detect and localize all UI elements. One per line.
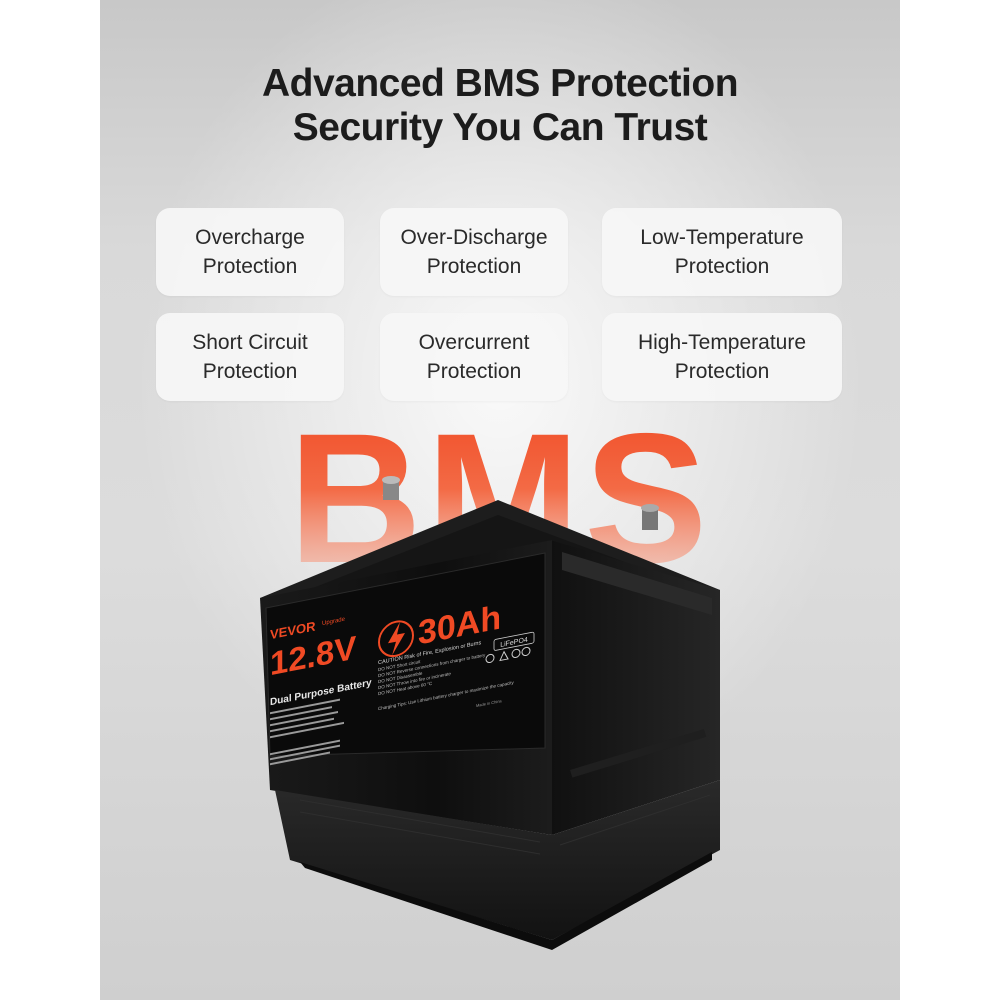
- feature-card-high-temperature: High-Temperature Protection: [602, 313, 842, 401]
- feature-card-overcurrent: Overcurrent Protection: [380, 313, 568, 401]
- battery-side-face: [550, 540, 720, 835]
- feature-label: High-Temperature Protection: [637, 331, 807, 383]
- product-banner: BMS Advanced BMS Protection Security You…: [100, 0, 900, 1000]
- feature-card-over-discharge: Over-Discharge Protection: [380, 208, 568, 296]
- battery-label-panel: [265, 552, 546, 757]
- title-line-2: Security You Can Trust: [292, 106, 708, 149]
- brand-tagline: Upgrade: [322, 617, 346, 628]
- feature-card-short-circuit: Short Circuit Protection: [156, 313, 344, 401]
- terminal-posts: [382, 476, 659, 530]
- feature-label: Low-Temperature Protection: [640, 226, 804, 278]
- battery-image: VEVOR Upgrade 12.8V 30Ah LiFePO4 Dual Pu…: [260, 476, 720, 950]
- lightning-bolt-icon: [388, 621, 405, 656]
- base-ribs: [299, 794, 711, 855]
- battery-base: [275, 780, 720, 940]
- feature-card-overcharge: Overcharge Protection: [156, 208, 344, 296]
- feature-label: Overcurrent Protection: [418, 331, 530, 383]
- feature-label: Over-Discharge Protection: [400, 226, 548, 278]
- made-in-label: Made in China: [476, 698, 502, 708]
- feature-card-low-temperature: Low-Temperature Protection: [602, 208, 842, 296]
- page-title: Advanced BMS Protection Security You Can…: [100, 62, 900, 150]
- certification-icons: [485, 646, 531, 664]
- feature-label: Short Circuit Protection: [192, 331, 308, 383]
- feature-label: Overcharge Protection: [195, 226, 305, 278]
- title-line-1: Advanced BMS Protection: [261, 62, 739, 105]
